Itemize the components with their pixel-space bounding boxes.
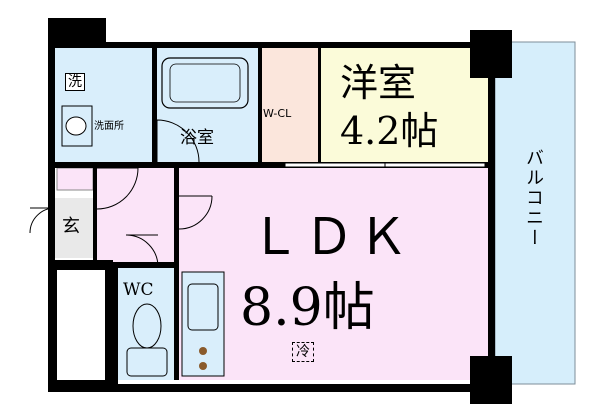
balcony-label: バルコニー — [523, 148, 544, 248]
wcl-label: W-CL — [263, 107, 292, 120]
bath-label: 浴室 — [180, 128, 214, 148]
western-room-size: 4.2帖 — [340, 109, 439, 153]
wcl-area — [260, 48, 320, 164]
stove-burner-icon — [199, 347, 207, 355]
storage-void — [57, 270, 105, 380]
sliding-door — [284, 162, 486, 168]
stove-burner-icon — [199, 362, 207, 370]
balcony-area — [494, 41, 576, 385]
laundry-label: 洗 — [65, 73, 85, 91]
ldk-size: 8.9帖 — [240, 278, 375, 338]
ldk-name: ＬＤＫ — [250, 208, 412, 266]
window — [489, 80, 494, 350]
western-room-name: 洋室 — [340, 61, 417, 105]
toilet — [126, 303, 168, 377]
wc-label: WC — [123, 280, 154, 300]
entrance-area — [55, 198, 93, 258]
western-room-area — [320, 48, 488, 164]
shoebox-area — [56, 167, 94, 191]
washroom-label: 洗面所 — [94, 121, 124, 132]
fridge-label: 冷 — [292, 342, 314, 362]
entrance-label: 玄 — [62, 216, 80, 237]
door-swings — [29, 119, 213, 268]
kitchen-counter — [181, 271, 225, 377]
bathtub — [161, 57, 249, 109]
washbasin — [61, 105, 93, 147]
